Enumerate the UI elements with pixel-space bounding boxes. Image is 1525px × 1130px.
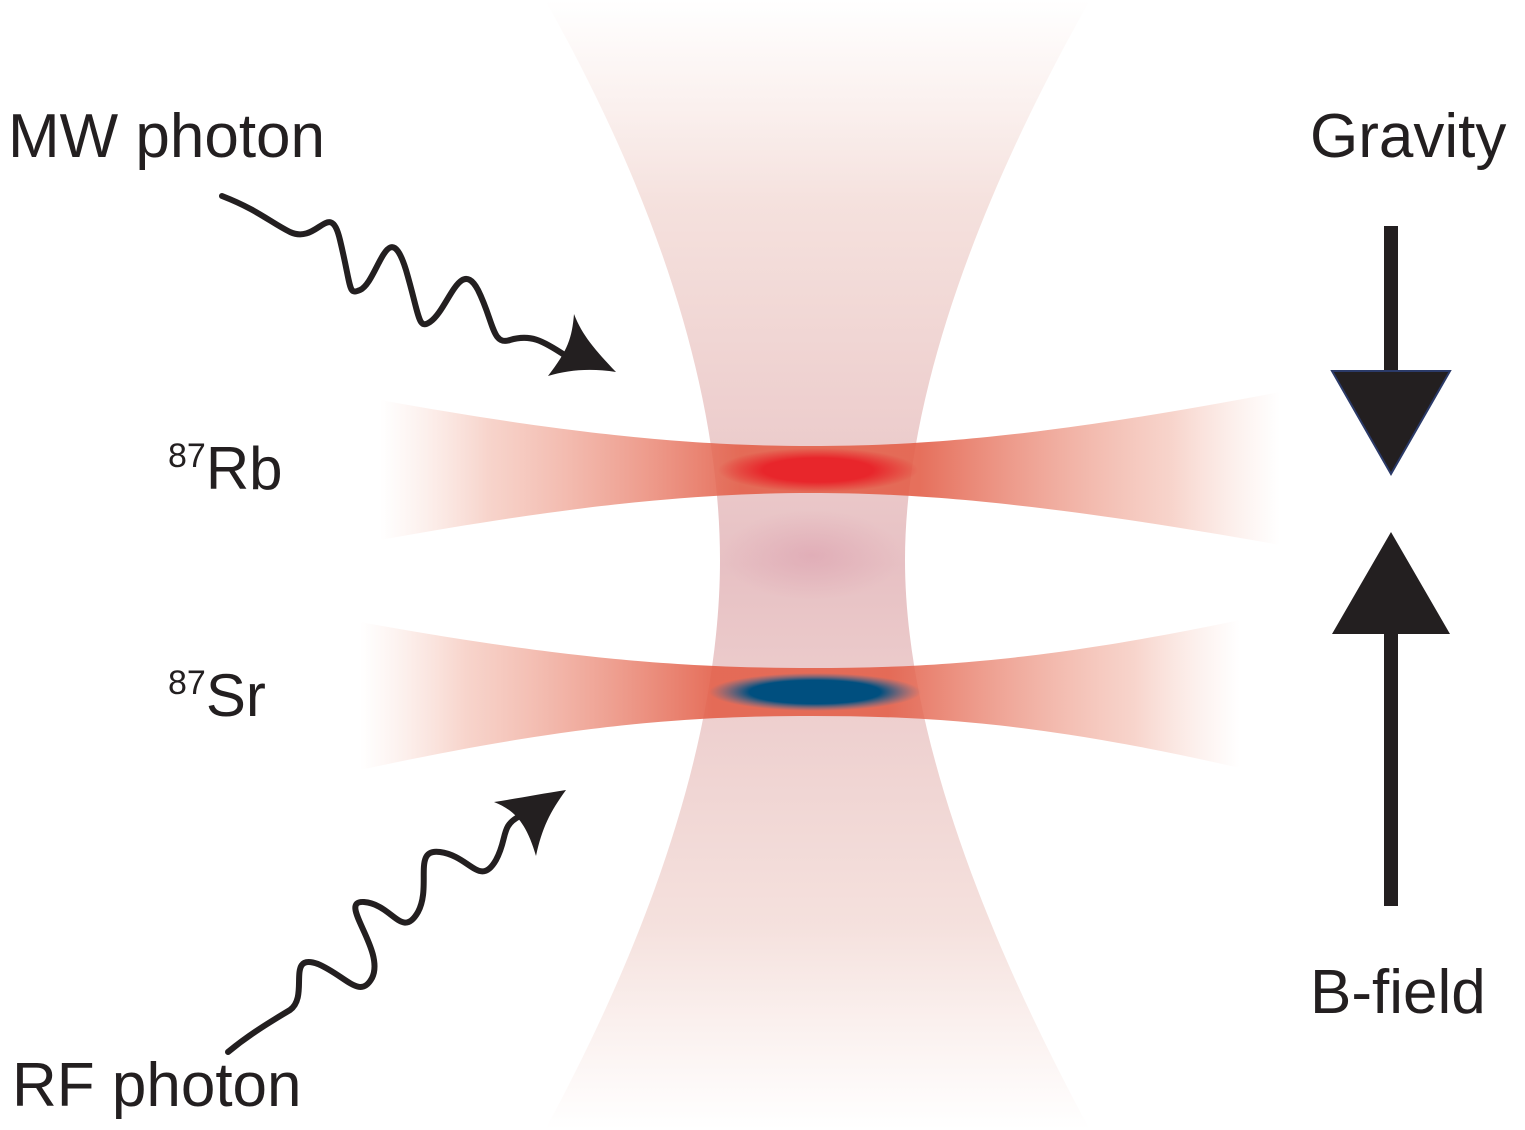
sr-atom-cloud: [709, 673, 921, 711]
rb-mass-number: 87: [168, 437, 206, 475]
sr-symbol: Sr: [206, 662, 266, 729]
rf-photon-label: RF photon: [12, 1051, 302, 1120]
gravity-label: Gravity: [1310, 102, 1506, 171]
rb-isotope-label: 87Rb: [168, 435, 283, 502]
b-field-label: B-field: [1310, 958, 1486, 1027]
mw-photon-label: MW photon: [8, 102, 325, 171]
gravity-arrowhead: [1330, 370, 1452, 477]
center-glow: [722, 510, 902, 600]
mw-photon-wave: [219, 193, 569, 359]
rf-photon-wave: [225, 813, 523, 1055]
rb-atom-cloud: [718, 448, 918, 492]
rf-photon-arrowhead: [494, 790, 566, 856]
rb-symbol: Rb: [206, 435, 283, 502]
sr-isotope-label: 87Sr: [168, 662, 266, 729]
b-field-arrowhead: [1332, 532, 1450, 634]
sr-mass-number: 87: [168, 664, 206, 702]
mw-photon-arrowhead: [548, 314, 616, 376]
